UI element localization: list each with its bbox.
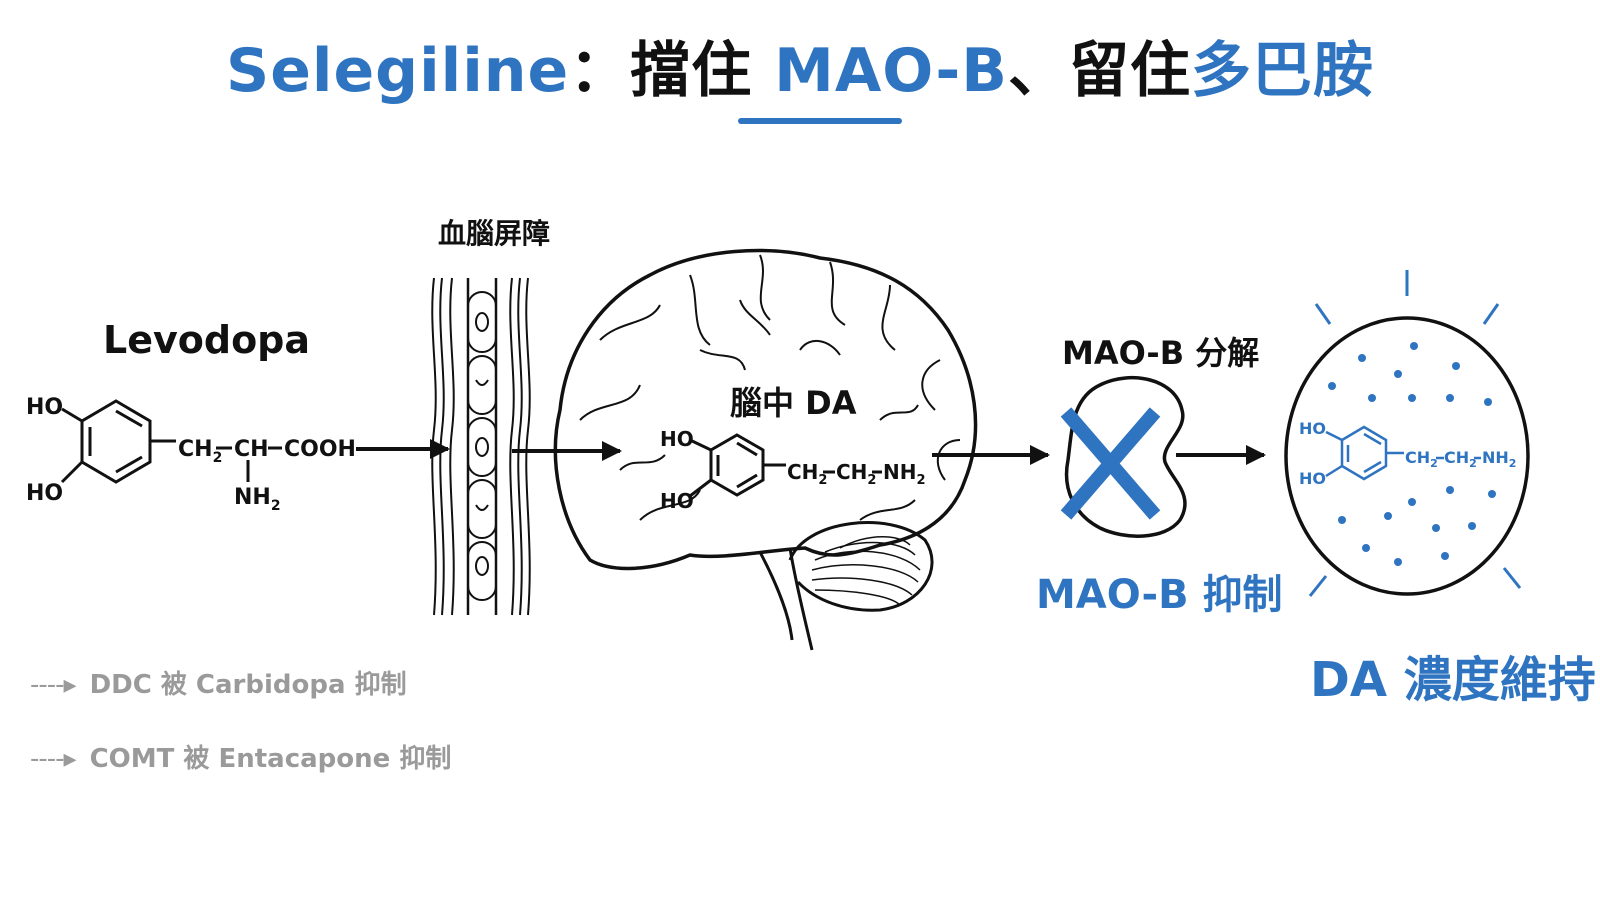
dashed-arrow-icon: ----▸ [30, 744, 77, 774]
brain-da-ch2-b: CH2 [836, 460, 876, 488]
da-particles [1328, 342, 1496, 566]
synapse-dopamine-molecule [1325, 425, 1481, 481]
note-carbidopa: ----▸ DDC 被 Carbidopa 抑制 [30, 664, 407, 701]
levodopa-molecule [60, 399, 282, 484]
brain-illustration [553, 248, 978, 651]
levodopa-ho-bottom: HO [26, 481, 63, 506]
brain-da-ho-bottom: HO [660, 489, 694, 513]
blood-brain-barrier [431, 277, 531, 616]
levodopa-nh2: NH2 [234, 485, 281, 514]
dashed-arrow-icon: ----▸ [30, 670, 77, 700]
title-underline [738, 118, 902, 124]
barrier-cell [467, 291, 497, 353]
synapse-da-ch2-b: CH2 [1444, 448, 1477, 470]
barrier-cell [467, 355, 497, 415]
barrier-cell [467, 541, 497, 601]
synapse-da-ho-bottom: HO [1299, 469, 1326, 488]
note-entacapone: ----▸ COMT 被 Entacapone 抑制 [30, 738, 451, 775]
maob-inhibition-label: MAO-B 抑制 [1036, 572, 1283, 618]
title-drug: Selegiline [225, 36, 570, 106]
levodopa-benzene-ring [80, 399, 152, 484]
synapse-da-circle: HO HO CH2 CH2 NH2 [1284, 270, 1530, 597]
title-block: ：擋住 [569, 36, 775, 106]
maob-breakdown-label: MAO-B 分解 [1062, 334, 1260, 372]
da-maintained-label: DA 濃度維持 [1310, 652, 1596, 708]
page-title: Selegiline：擋住 MAO-B、留住多巴胺 [0, 22, 1600, 109]
title-keep: 、留住 [1008, 36, 1192, 106]
brain-da-ho-top: HO [660, 427, 694, 451]
glow-rays-icon [1308, 270, 1522, 597]
levodopa-ch: CH [234, 437, 269, 462]
synapse-da-ch2-a: CH2 [1405, 448, 1438, 470]
levodopa-cooh: COOH [284, 437, 356, 462]
brain-da-nh2: NH2 [883, 460, 926, 488]
brain-dopamine-molecule [689, 433, 882, 498]
barrier-cell [467, 479, 497, 539]
levodopa-ho-top: HO [26, 395, 63, 420]
synapse-da-ho-top: HO [1299, 419, 1326, 438]
note-carbidopa-text: DDC 被 Carbidopa 抑制 [89, 670, 407, 700]
barrier-cell [467, 417, 497, 477]
title-dopamine: 多巴胺 [1191, 36, 1375, 106]
title-enzyme: MAO-B [774, 36, 1009, 106]
synapse-da-nh2: NH2 [1482, 448, 1516, 470]
brain-da-ch2-a: CH2 [787, 460, 827, 488]
maob-enzyme-icon [1064, 376, 1187, 538]
blood-brain-barrier-label: 血腦屏障 [438, 217, 551, 250]
levodopa-ch2: CH2 [178, 437, 222, 466]
note-entacapone-text: COMT 被 Entacapone 抑制 [89, 744, 452, 774]
brain-da-label: 腦中 DA [730, 384, 857, 422]
levodopa-label: Levodopa [103, 318, 311, 362]
inhibition-x-icon [1060, 407, 1161, 520]
